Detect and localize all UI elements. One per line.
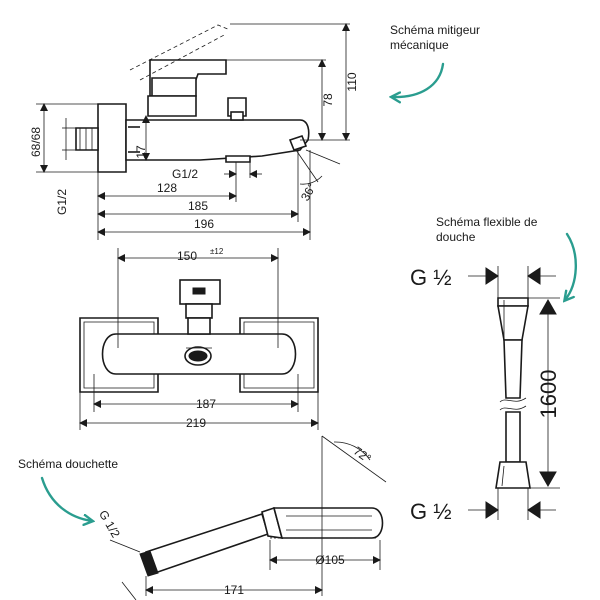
dim-110: 110 <box>345 72 359 91</box>
caption-handshower: Schéma douchette <box>18 457 119 471</box>
mixer-side-dimensions: 110 78 68/68 17 G1/2 G1/2 <box>29 23 359 240</box>
dim-196: 196 <box>194 217 214 231</box>
dim-g12-side: G1/2 <box>55 189 69 215</box>
dim-g-half-bottom: G ½ <box>410 499 452 524</box>
dim-171: 171 <box>224 583 244 597</box>
dim-78: 78 <box>321 93 335 107</box>
dim-72-degrees: 72° <box>351 444 374 466</box>
dim-g-half-top: G ½ <box>410 265 452 290</box>
mixer-top-view <box>79 279 319 393</box>
dim-68-68: 68/68 <box>29 127 43 157</box>
dim-128: 128 <box>157 181 177 195</box>
pointer-arrow-handshower <box>40 476 92 521</box>
dim-1600: 1600 <box>536 370 561 419</box>
mixer-top-dimensions: 150 ±12 187 219 <box>79 247 319 430</box>
dim-g12-shower: G 1/2 <box>96 508 123 541</box>
dim-219: 219 <box>186 416 206 430</box>
dim-g12-front: G1/2 <box>172 167 198 181</box>
pointer-arrow-hose <box>565 232 577 300</box>
dim-150: 150 <box>177 249 197 263</box>
pointer-arrow-mixer <box>392 62 445 97</box>
dim-17: 17 <box>134 145 148 159</box>
dim-187: 187 <box>196 397 216 411</box>
caption-hose: Schéma flexible de douche <box>436 215 538 244</box>
shower-hose <box>495 297 531 489</box>
caption-mixer: Schéma mitigeur mécanique <box>390 23 481 52</box>
mixer-side-view <box>75 24 310 173</box>
dim-diameter-105: Ø105 <box>315 553 345 567</box>
dim-185: 185 <box>188 199 208 213</box>
hand-shower <box>139 506 384 577</box>
shower-hose-dimensions: G ½ G ½ 1600 <box>410 265 561 524</box>
dim-150-tolerance: ±12 <box>210 247 224 256</box>
